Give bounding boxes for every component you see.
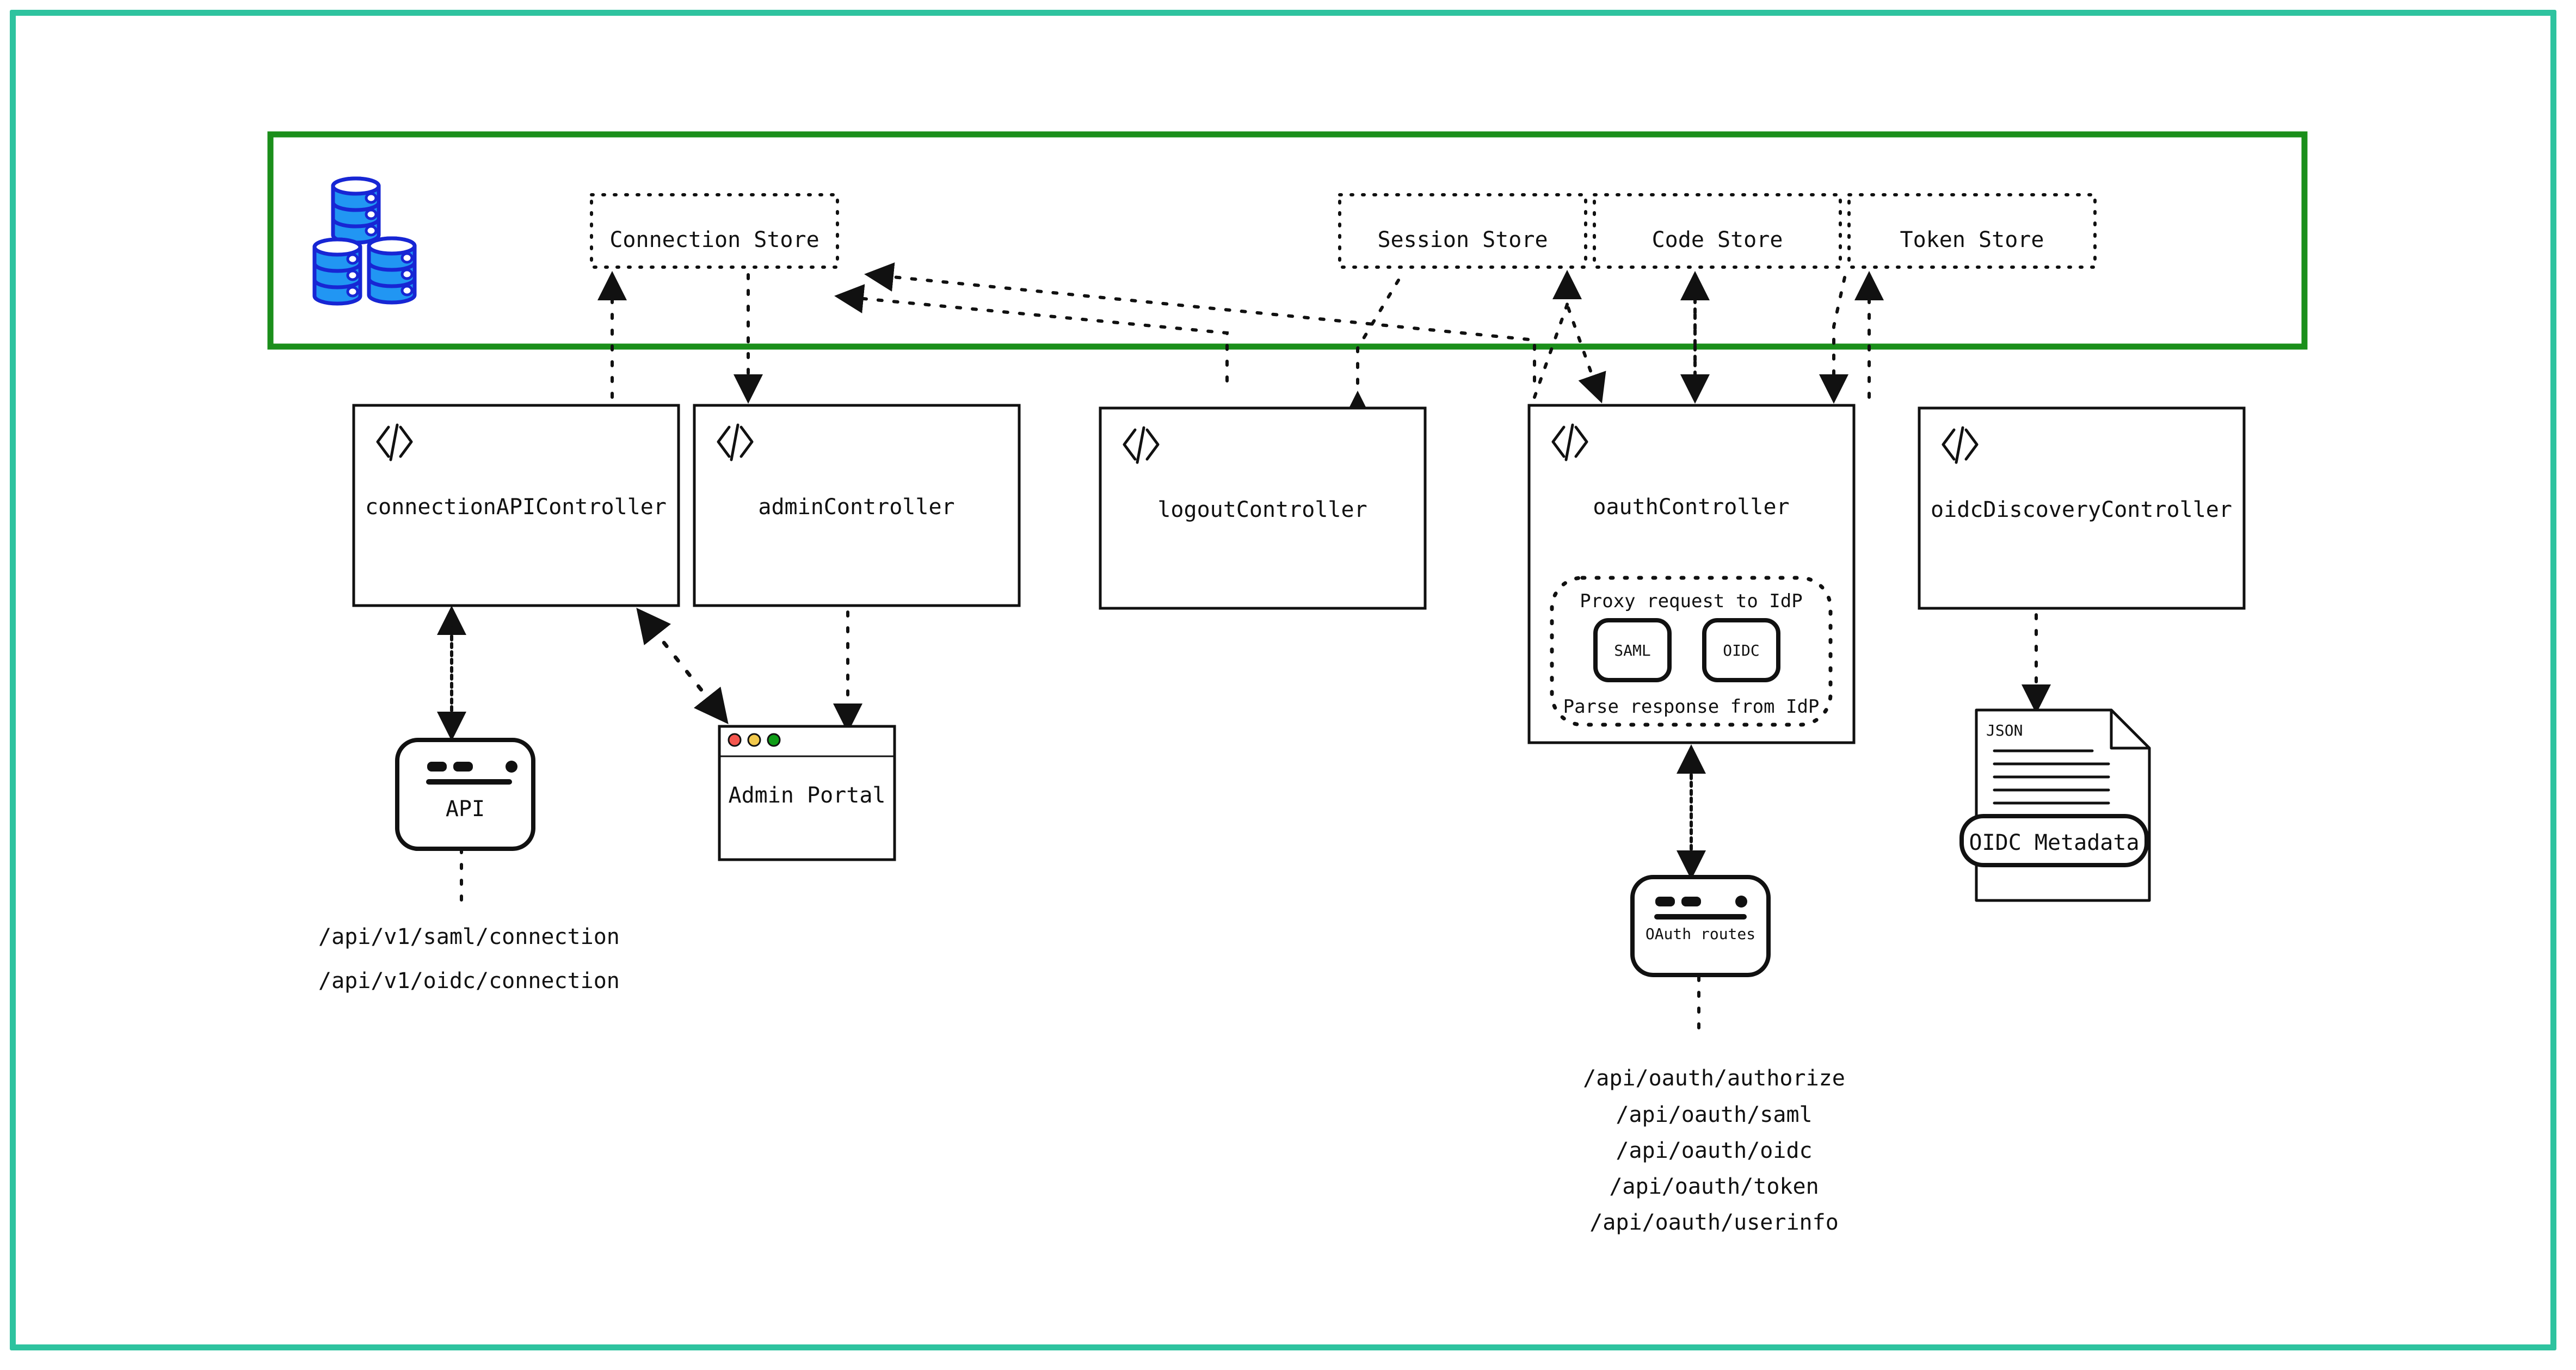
connector-sessionstore-to-oauth: [1566, 275, 1606, 404]
token-store-box[interactable]: Token Store: [1847, 193, 2097, 269]
connector-tokenstore-to-oauth: [1819, 276, 1848, 404]
oidc-metadata-label: OIDC Metadata: [1969, 830, 2139, 855]
api-node-label: API: [446, 797, 485, 822]
controller-label: logoutController: [1157, 497, 1367, 522]
protocol-label: SAML: [1614, 641, 1650, 659]
code-brackets-icon: [1123, 426, 1160, 464]
route-item: /api/oauth/authorize: [1583, 1066, 1845, 1091]
json-doc-type-label: JSON: [1986, 721, 2023, 739]
session-store-label: Session Store: [1377, 227, 1548, 252]
controller-label: oidcDiscoveryController: [1931, 497, 2232, 522]
connection-store-box[interactable]: Connection Store: [590, 193, 839, 269]
traffic-light-red: [728, 733, 742, 747]
controller-logoutcontroller[interactable]: logoutController: [1099, 406, 1427, 610]
connector-oauth-to-sessionstore: [1533, 270, 1582, 399]
connector-logout-to-connectionstore: [834, 284, 1229, 382]
connection-route-list: /api/v1/saml/connection /api/v1/oidc/con…: [318, 924, 620, 993]
protocol-label: OIDC: [1723, 641, 1759, 659]
route-item: /api/oauth/userinfo: [1589, 1210, 1839, 1235]
oauth-proxy-group: Proxy request to IdP SAML OIDC Parse res…: [1550, 576, 1833, 727]
oauth-routes-window-icon[interactable]: OAuth routes: [1630, 875, 1771, 977]
session-store-box[interactable]: Session Store: [1338, 193, 1587, 269]
controller-label: adminController: [758, 495, 954, 520]
controller-label: connectionAPIController: [365, 495, 667, 520]
json-document-icon[interactable]: JSON OIDC Metadata: [1959, 708, 2151, 902]
route-item: /api/oauth/saml: [1616, 1102, 1812, 1127]
controller-oidcdiscoverycontroller[interactable]: oidcDiscoveryController: [1918, 406, 2246, 610]
code-brackets-icon: [1942, 426, 1979, 464]
code-store-label: Code Store: [1652, 227, 1783, 252]
parse-response-label: Parse response from IdP: [1563, 696, 1820, 718]
connection-store-label: Connection Store: [609, 227, 819, 252]
connector-sessionstore-logout: [1343, 279, 1400, 420]
code-brackets-icon: [717, 423, 754, 461]
protocol-oidc-chip[interactable]: OIDC: [1702, 618, 1780, 682]
proxy-request-label: Proxy request to IdP: [1580, 590, 1802, 612]
admin-portal-label: Admin Portal: [729, 783, 886, 808]
controller-admincontroller[interactable]: adminController: [693, 404, 1021, 607]
controller-oauthcontroller[interactable]: oauthController Proxy request to IdP SAM…: [1527, 404, 1856, 744]
connector-connapi-adminportal: [636, 608, 729, 724]
route-item: /api/oauth/token: [1609, 1174, 1819, 1199]
controller-label: oauthController: [1593, 495, 1789, 520]
code-brackets-icon: [376, 423, 413, 461]
connector-oauth-to-connectionstore: [864, 262, 1536, 382]
code-brackets-icon: [1551, 423, 1588, 461]
oauth-routes-node-label: OAuth routes: [1646, 925, 1755, 943]
protocol-saml-chip[interactable]: SAML: [1593, 618, 1672, 682]
route-item: /api/oauth/oidc: [1616, 1138, 1812, 1163]
oauth-route-list: /api/oauth/authorize /api/oauth/saml /ap…: [1583, 1066, 1845, 1235]
browser-window-icon[interactable]: Admin Portal: [718, 725, 896, 861]
database-cylinders-icon: [312, 176, 417, 306]
datastore-group-border: [267, 131, 2308, 350]
route-item: /api/v1/oidc/connection: [318, 968, 620, 993]
controller-connectionapicontroller[interactable]: connectionAPIController: [352, 404, 680, 607]
token-store-label: Token Store: [1900, 227, 2044, 252]
traffic-light-yellow: [747, 733, 761, 747]
api-window-icon[interactable]: API: [395, 738, 535, 851]
canvas-border: [10, 10, 2556, 1350]
route-item: /api/v1/saml/connection: [318, 924, 620, 949]
code-store-box[interactable]: Code Store: [1593, 193, 1842, 269]
traffic-light-green: [767, 733, 781, 747]
